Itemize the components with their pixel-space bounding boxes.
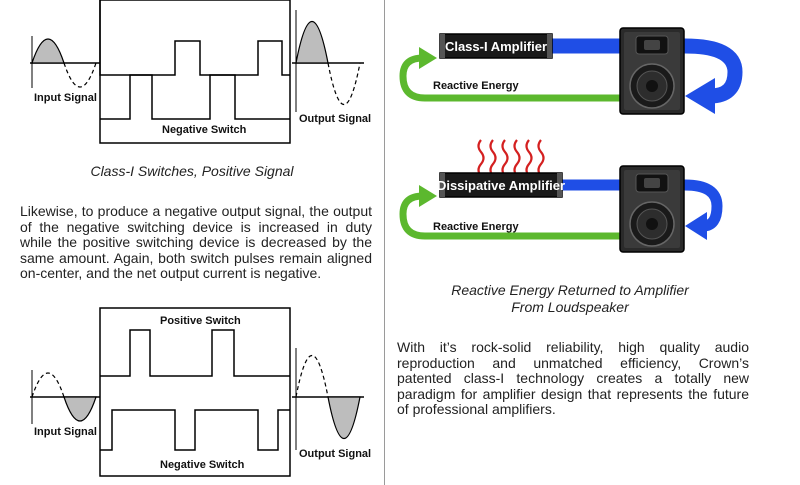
right-caption: Reactive Energy Returned to Amplifier Fr… <box>420 282 720 316</box>
top-caption: Class-I Switches, Positive Signal <box>90 163 294 179</box>
output-signal-graphic <box>292 10 364 112</box>
positive-switch-waveform <box>99 0 290 76</box>
positive-switch-waveform-bottom <box>100 329 290 377</box>
left-paragraph: Likewise, to produce a negative output s… <box>20 203 372 281</box>
input-signal-label: Input Signal <box>34 92 97 104</box>
reactive-energy-label-top: Reactive Energy <box>433 80 519 92</box>
input-signal-label-bottom: Input Signal <box>34 426 97 438</box>
reactive-energy-label-bottom: Reactive Energy <box>433 221 519 233</box>
negative-switch-waveform-bottom <box>100 409 290 451</box>
output-signal-graphic-bottom <box>292 348 364 450</box>
heat-waves-icon <box>477 139 545 177</box>
negative-switch-label: Negative Switch <box>162 124 247 136</box>
input-signal-graphic-bottom <box>30 370 100 424</box>
dissipative-diagram: Dissipative Amplifier Reactive Energy <box>399 165 723 253</box>
top-switch-diagram: Input Signal Negative Switch Output Sign… <box>30 0 371 144</box>
column-divider <box>384 0 385 485</box>
right-caption-line2: From Loudspeaker <box>511 299 629 315</box>
right-caption-line1: Reactive Energy Returned to Amplifier <box>451 282 689 298</box>
positive-switch-label: Positive Switch <box>160 315 241 327</box>
class-i-amplifier-label: Class-I Amplifier <box>445 39 547 54</box>
output-signal-label-bottom: Output Signal <box>299 448 371 460</box>
bottom-switch-diagram: Positive Switch Negative Switch Input Si… <box>30 307 371 477</box>
dissipative-amplifier-label: Dissipative Amplifier <box>437 178 565 193</box>
right-paragraph: With it’s rock-solid reliability, high q… <box>397 339 749 417</box>
input-signal-graphic <box>30 36 100 88</box>
negative-switch-label-bottom: Negative Switch <box>160 459 245 471</box>
amplifier-energy-diagram: Class-I Amplifier Reactive Energy Dissip… <box>399 27 743 253</box>
negative-switch-waveform <box>100 74 290 120</box>
class-i-diagram: Class-I Amplifier Reactive Energy <box>399 27 743 115</box>
output-signal-label: Output Signal <box>299 113 371 125</box>
